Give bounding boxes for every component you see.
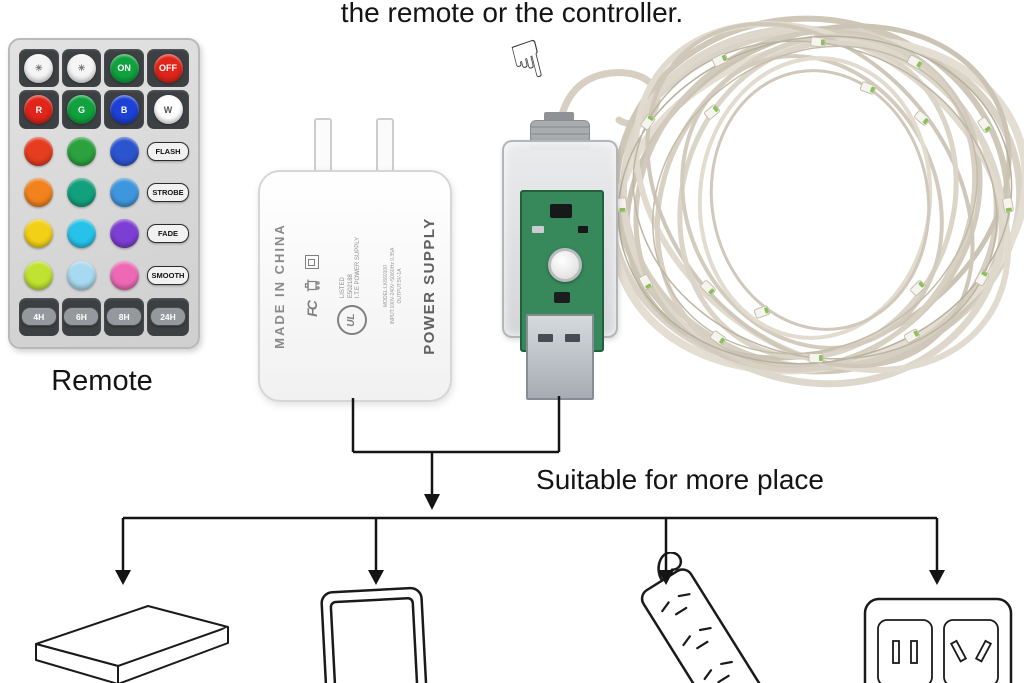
remote-button-w: W (147, 90, 189, 129)
certification-marks: FC (304, 255, 320, 317)
listed-word: LISTED (340, 277, 347, 299)
remote-button-color-6 (104, 173, 144, 211)
ul-listed-text: LISTED E502188 I.T.E POWER SUPPLY (340, 237, 363, 298)
power-supply-text: POWER SUPPLY (421, 217, 438, 355)
remote-button-flash: FLASH (147, 132, 189, 170)
remote-button-color-11 (62, 256, 102, 294)
ir-receiver (554, 292, 570, 303)
page-title: the remote or the controller. (340, 0, 684, 28)
ul-listed-block: UL LISTED E502188 I.T.E POWER SUPPLY (336, 237, 367, 336)
usb-controller (502, 112, 618, 402)
remote-button-brightness-b: ☀ (61, 49, 102, 88)
ratings-text: MODEL:LK660100 INPUT:100V-240V~50/60Hz 0… (383, 248, 404, 325)
remote-button-timer-4h: 4H (19, 297, 59, 336)
input-line: INPUT:100V-240V~50/60Hz 0.35A (390, 247, 397, 325)
usb-plug-slot (565, 334, 580, 342)
ite-text: I.T.E POWER SUPPLY (355, 236, 362, 299)
controller-housing (502, 140, 618, 352)
pcb-component (578, 226, 588, 233)
remote-button-color-2 (62, 132, 102, 170)
remote-button-timer-24h: 24H (147, 297, 189, 336)
remote-button-smooth: SMOOTH (147, 256, 189, 294)
remote-button-fade: FADE (147, 215, 189, 253)
remote-button-color-10 (19, 256, 59, 294)
ul-logo: UL (336, 305, 367, 336)
remote-button-on: ON (104, 49, 144, 88)
tablet-illustration (320, 586, 430, 683)
led-chips (616, 36, 1014, 363)
pcb-component (532, 226, 544, 233)
remote-button-color-12 (104, 256, 144, 294)
weee-bin-icon (304, 279, 320, 292)
double-insulation-icon (304, 255, 319, 270)
power-adapter: MADE IN CHINA FC UL LISTED (258, 170, 452, 402)
remote-button-off: OFF (147, 49, 189, 88)
model-line: MODEL:LK660100 (383, 265, 390, 307)
pointing-hand-icon: ☟ (505, 30, 551, 94)
remote-button-color-4 (19, 173, 59, 211)
remote-button-color-9 (104, 215, 144, 253)
remote-button-color-1 (19, 132, 59, 170)
remote-button-timer-6h: 6H (61, 297, 102, 336)
remote-label: Remote (51, 365, 153, 397)
power-adapter-label: MADE IN CHINA FC UL LISTED (272, 191, 438, 381)
bed-board-illustration (35, 605, 229, 683)
power-strip-illustration (640, 552, 774, 683)
remote-button-brightness-a: ☀ (19, 49, 59, 88)
remote-button-strobe: STROBE (147, 173, 189, 211)
remote-button-color-5 (62, 173, 102, 211)
pcb-chip (550, 204, 572, 218)
usb-plug-slot (538, 334, 553, 342)
remote-button-color-3 (104, 132, 144, 170)
wall-socket-illustration (863, 597, 1013, 683)
remote-button-color-7 (19, 215, 59, 253)
remote-button-g: G (61, 90, 102, 129)
controller-button (548, 248, 582, 282)
remote-button-r: R (19, 90, 59, 129)
output-line: OUTPUT:5V-1A (397, 268, 404, 304)
made-in-text: MADE IN CHINA (272, 223, 287, 349)
usb-plug (526, 314, 594, 400)
fcc-logo: FC (303, 302, 320, 317)
listed-number: E502188 (347, 274, 354, 299)
subtitle: Suitable for more place (536, 464, 824, 495)
remote-button-color-8 (62, 215, 102, 253)
remote-button-timer-8h: 8H (104, 297, 144, 336)
remote-button-b: B (104, 90, 144, 129)
